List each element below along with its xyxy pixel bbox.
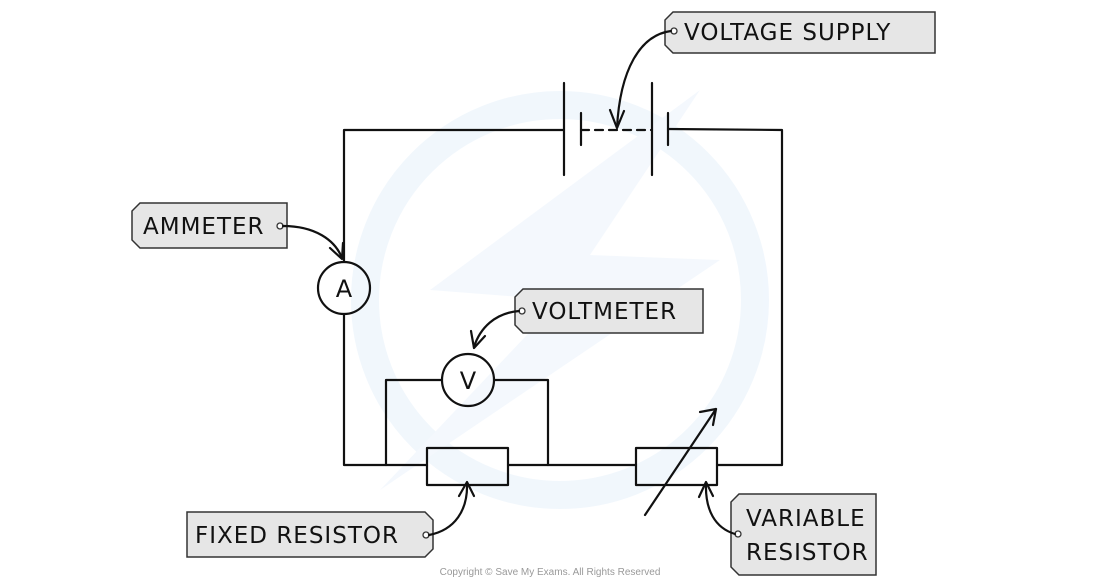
voltmeter: V [440, 352, 496, 408]
copyright-text: Copyright © Save My Exams. All Rights Re… [440, 567, 661, 578]
voltage-supply-text: VOLTAGE SUPPLY [684, 20, 891, 46]
label-variable-resistor: VARIABLE RESISTOR [697, 480, 877, 576]
battery [562, 81, 670, 177]
label-voltmeter: VOLTMETER [469, 288, 704, 350]
label-voltage-supply: VOLTAGE SUPPLY [608, 11, 936, 130]
circuit-wires [342, 127, 784, 467]
ammeter-text: AMMETER [143, 214, 265, 240]
variable-resistor [634, 407, 719, 517]
fixed-resistor-text: FIXED RESISTOR [195, 523, 399, 549]
variable-resistor-text-1: VARIABLE [746, 506, 866, 532]
voltmeter-text: VOLTMETER [532, 299, 677, 325]
ammeter: A [316, 260, 372, 316]
voltmeter-symbol: V [460, 367, 477, 395]
label-fixed-resistor: FIXED RESISTOR [186, 480, 476, 558]
label-ammeter: AMMETER [131, 202, 345, 261]
variable-resistor-text-2: RESISTOR [746, 540, 869, 566]
ammeter-symbol: A [336, 275, 353, 303]
